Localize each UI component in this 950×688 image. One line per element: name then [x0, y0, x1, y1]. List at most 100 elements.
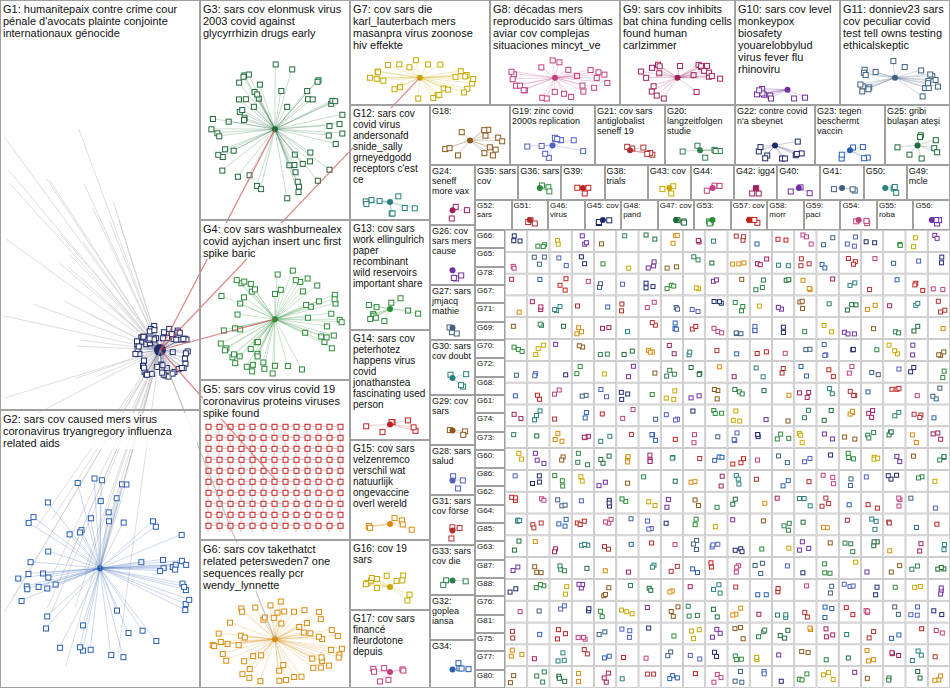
cell-border	[528, 514, 549, 535]
vertex-mark	[896, 612, 900, 616]
vertex-mark	[824, 496, 828, 500]
vertex-mark	[92, 476, 97, 481]
vertex-mark	[873, 303, 877, 307]
cell-border	[684, 231, 705, 252]
vertex-mark	[673, 479, 677, 483]
cell-border	[706, 514, 727, 535]
vertex-mark	[512, 433, 516, 437]
cell-border	[750, 252, 771, 273]
vertex-mark	[535, 434, 539, 438]
vertex-mark	[762, 389, 766, 393]
cell-border	[595, 427, 616, 448]
vertex-mark	[892, 261, 896, 265]
vertex-mark	[607, 547, 611, 551]
vertex-mark	[327, 523, 332, 528]
vertex-mark	[668, 368, 672, 372]
cell-border	[572, 296, 593, 317]
edge-line	[275, 129, 287, 198]
vertex-mark	[628, 629, 632, 633]
vertex-mark	[533, 418, 537, 422]
vertex-mark	[530, 300, 534, 304]
cell-border	[684, 536, 705, 557]
cell-border	[572, 274, 593, 295]
vertex-mark	[939, 437, 943, 441]
vertex-mark	[600, 615, 604, 619]
vertex-mark	[916, 669, 920, 673]
vertex-mark	[719, 676, 723, 680]
vertex-mark	[134, 339, 139, 344]
cell-border	[750, 470, 771, 491]
vertex-mark	[607, 586, 611, 590]
vertex-mark	[335, 633, 340, 638]
vertex-mark	[553, 474, 557, 478]
vertex-mark	[562, 604, 566, 608]
vertex-mark	[88, 647, 93, 652]
cell-border	[706, 340, 727, 361]
cell-border	[817, 318, 838, 339]
vertex-mark	[843, 541, 847, 545]
vertex-mark	[653, 237, 657, 241]
vertex-mark	[583, 542, 587, 546]
vertex-mark	[672, 352, 676, 356]
vertex-mark	[786, 419, 790, 423]
vertex-mark	[294, 424, 299, 429]
vertex-mark	[542, 343, 546, 347]
edge-line	[222, 129, 275, 170]
vertex-mark	[242, 635, 247, 640]
vertex-mark	[939, 565, 943, 569]
edge-line	[100, 526, 155, 568]
vertex-mark	[294, 501, 299, 506]
vertex-mark	[553, 392, 557, 396]
edge-line	[275, 313, 331, 319]
vertex-mark	[182, 584, 187, 589]
vertex-mark	[577, 344, 581, 348]
cell-border	[862, 667, 883, 688]
vertex-mark	[283, 512, 288, 517]
vertex-mark	[755, 351, 759, 355]
vertex-mark	[563, 288, 567, 292]
vertex-mark	[734, 332, 738, 336]
vertex-mark	[607, 326, 611, 330]
vertex-mark	[45, 614, 50, 619]
cell-border	[595, 536, 616, 557]
vertex-mark	[913, 236, 917, 240]
vertex-mark	[283, 457, 288, 462]
vertex-mark	[302, 608, 307, 613]
vertex-mark	[206, 457, 211, 462]
cell-border	[750, 405, 771, 426]
edge-line	[5, 350, 160, 398]
vertex-mark	[761, 375, 765, 379]
cell-border	[728, 340, 749, 361]
vertex-mark	[645, 306, 649, 310]
cell-border	[862, 296, 883, 317]
vertex-mark	[715, 349, 719, 353]
vertex-mark	[219, 293, 224, 298]
vertex-mark	[140, 335, 145, 340]
vertex-mark	[327, 479, 332, 484]
vertex-mark	[823, 571, 827, 575]
vertex-mark	[808, 626, 812, 630]
vertex-mark	[940, 613, 944, 617]
edge-line	[244, 119, 275, 129]
vertex-mark	[241, 295, 246, 300]
vertex-mark	[942, 455, 946, 459]
vertex-mark	[316, 446, 321, 451]
edge-line	[214, 639, 275, 645]
vertex-mark	[940, 261, 944, 265]
cell-border	[595, 231, 616, 252]
vertex-mark	[144, 372, 149, 377]
cell-border	[862, 470, 883, 491]
vertex-mark	[942, 350, 946, 354]
vertex-mark	[737, 262, 741, 266]
cell-border	[750, 296, 771, 317]
vertex-mark	[690, 308, 694, 312]
cell-border	[550, 361, 571, 382]
vertex-mark	[537, 262, 541, 266]
vertex-mark	[299, 367, 304, 372]
cell-border	[862, 231, 883, 252]
vertex-mark	[738, 419, 742, 423]
vertex-mark	[917, 476, 921, 480]
vertex-mark	[206, 446, 211, 451]
vertex-mark	[674, 327, 678, 331]
vertex-mark	[851, 584, 855, 588]
